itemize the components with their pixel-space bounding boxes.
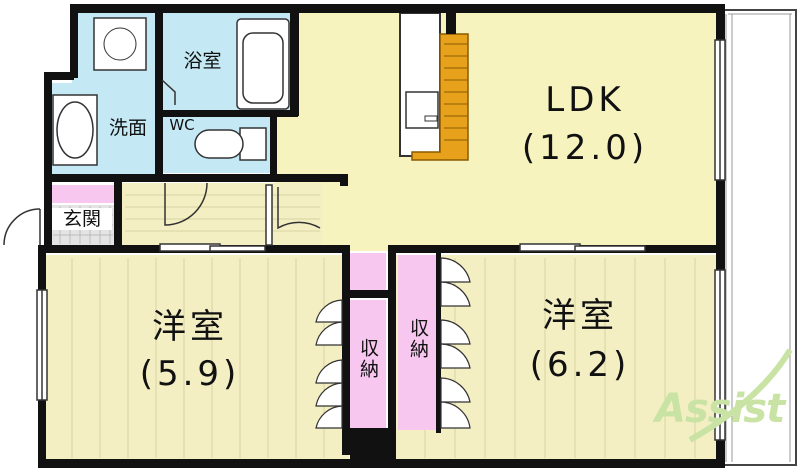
logo-swoosh bbox=[688, 348, 793, 443]
washing-machine bbox=[93, 17, 147, 71]
kitchen-sink bbox=[405, 91, 439, 129]
bath-label: 浴室 bbox=[183, 50, 222, 72]
kitchen-counter bbox=[411, 33, 469, 161]
ldk-floor bbox=[275, 13, 718, 251]
western-room-2-label: 洋室 bbox=[542, 296, 618, 336]
storage-1-floor bbox=[348, 300, 386, 428]
western-room-2-size: (6.2) bbox=[529, 345, 631, 385]
storage-top-floor bbox=[348, 253, 386, 295]
assist-logo-text: Assist bbox=[655, 386, 785, 432]
wash-basin-bowl bbox=[56, 101, 94, 159]
sliding-doors bbox=[159, 184, 646, 252]
balcony-hatch bbox=[725, 13, 792, 462]
western-room-1-label: 洋室 bbox=[152, 307, 228, 347]
hallway-floor bbox=[122, 183, 322, 253]
storage-2-floor bbox=[398, 255, 438, 430]
storage-2-label: 収納 bbox=[407, 318, 429, 360]
ldk-size: (12.0) bbox=[521, 128, 649, 168]
assist-logo: Assist bbox=[655, 360, 790, 460]
toilet-bowl bbox=[194, 129, 244, 159]
wash-basin bbox=[52, 94, 98, 166]
sink-faucet bbox=[424, 115, 438, 122]
toilet-label: WC bbox=[169, 116, 195, 134]
washroom-label: 洗面 bbox=[108, 117, 147, 139]
western-room-1-size: (5.9) bbox=[139, 354, 241, 394]
closet-doors bbox=[315, 257, 471, 429]
entrance-label: 玄関 bbox=[52, 208, 112, 230]
door-swings bbox=[3, 79, 321, 246]
washing-machine-drum bbox=[103, 27, 137, 61]
kitchen-counter-wall bbox=[399, 12, 441, 157]
shoe-box bbox=[52, 185, 114, 203]
storage-1-label: 収納 bbox=[357, 338, 379, 380]
bathtub-inner bbox=[242, 32, 284, 104]
windows bbox=[36, 39, 726, 441]
ldk-label: LDK bbox=[545, 80, 625, 120]
toilet-tank bbox=[239, 127, 267, 161]
western-room-1-floor bbox=[44, 255, 349, 460]
